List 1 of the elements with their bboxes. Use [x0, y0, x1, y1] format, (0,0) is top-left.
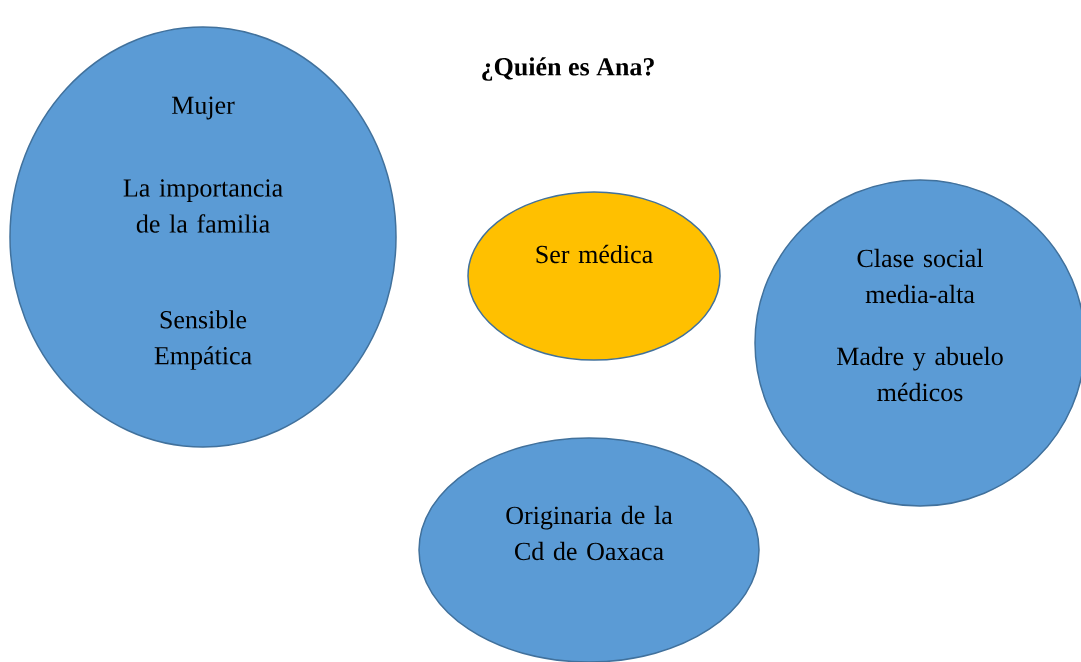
title: ¿Quién es Ana?: [482, 57, 654, 81]
